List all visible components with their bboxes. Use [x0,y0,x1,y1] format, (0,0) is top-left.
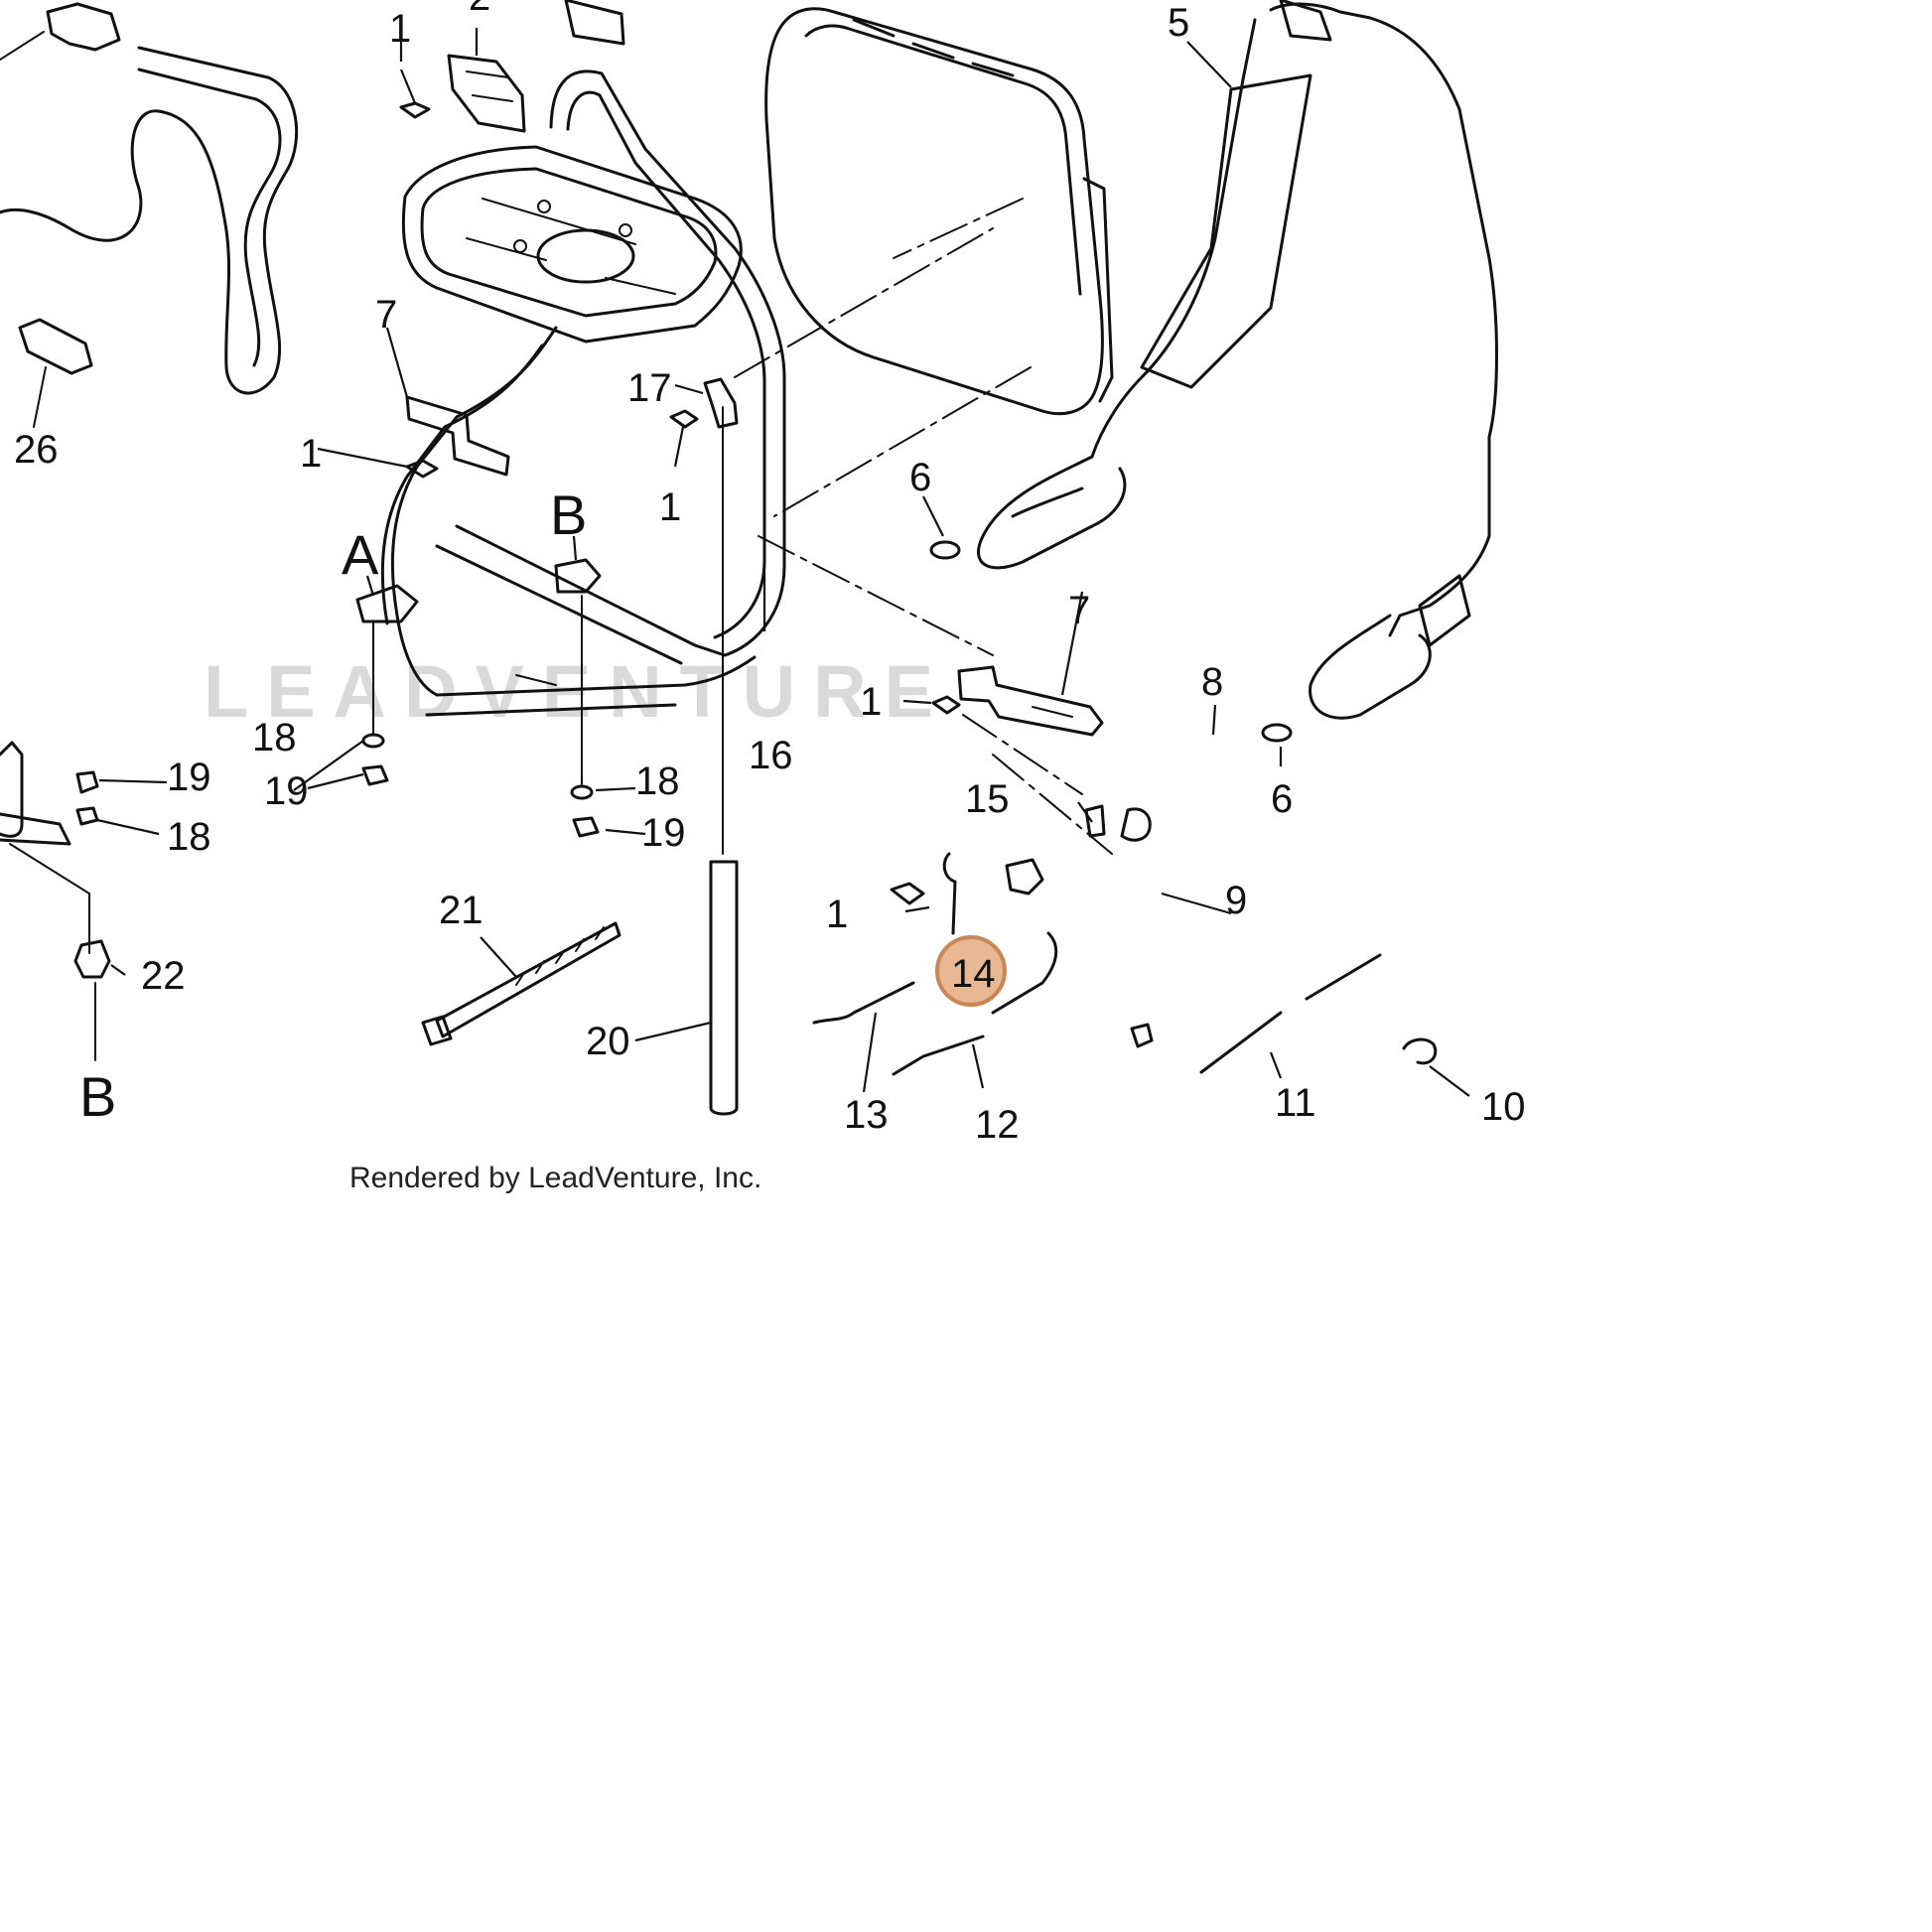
cable-tie-21 [421,921,621,1046]
carrier-frame [355,69,786,717]
bracket-7-right [957,665,1104,737]
callout-15[interactable]: 15 [965,777,1010,821]
callout-6[interactable]: 6 [1271,777,1293,821]
callout-1[interactable]: 1 [389,7,411,51]
callout-2[interactable]: 2 [469,0,490,19]
callout-20[interactable]: 20 [586,1020,630,1063]
callout-1[interactable]: 1 [659,485,681,529]
callout-21[interactable]: 21 [439,889,483,932]
straight-fitting-26 [18,318,93,428]
callout-7[interactable]: 7 [1068,589,1090,632]
callout-8[interactable]: 8 [1201,660,1223,704]
callout-10[interactable]: 10 [1481,1085,1526,1129]
callout-18[interactable]: 18 [635,759,680,803]
coiled-hose [0,46,299,395]
callout-B[interactable]: B [550,483,587,546]
callout-12[interactable]: 12 [975,1103,1020,1147]
watermark-text: LEADVENTURE [204,650,951,733]
callout-16[interactable]: 16 [749,734,793,777]
ring-6-upper [929,540,961,560]
switch-and-wires [812,804,1438,1076]
callout-19[interactable]: 19 [641,811,686,855]
callout-1[interactable]: 1 [300,432,322,476]
callout-6[interactable]: 6 [909,456,931,499]
bolts [405,409,961,905]
clip-17 [703,377,739,429]
hardware-bottom-left [0,595,600,1061]
bracket-top-right [564,0,625,46]
callout-18[interactable]: 18 [252,716,297,759]
callout-1[interactable]: 1 [860,680,882,724]
callout-18[interactable]: 18 [167,815,211,859]
shoulder-strap-5 [977,0,1498,720]
dash-lines [734,198,1113,855]
callout-B[interactable]: B [79,1065,116,1128]
elbow-fitting [0,2,121,61]
callout-A[interactable]: A [342,523,379,586]
bracket-part-2 [447,54,526,133]
callout-9[interactable]: 9 [1225,879,1247,922]
back-panel [764,7,1114,416]
callout-26[interactable]: 26 [14,428,59,472]
bolt-top [399,101,431,119]
ring-6-lower [1261,723,1293,743]
callout-14[interactable]: 14 [951,952,996,996]
callout-19[interactable]: 19 [167,756,211,799]
callout-5[interactable]: 5 [1168,1,1189,45]
leader-lines [96,28,1470,1097]
callout-22[interactable]: 22 [141,954,186,998]
callout-14-highlight[interactable] [935,935,1007,1007]
bracket-7-left [405,395,510,477]
callout-7[interactable]: 7 [375,293,397,337]
callout-17[interactable]: 17 [627,366,672,410]
callout-13[interactable]: 13 [844,1093,889,1137]
callout-11[interactable]: 11 [1275,1081,1316,1125]
callout-19[interactable]: 19 [264,769,309,813]
callout-1[interactable]: 1 [826,893,848,936]
rod-20 [709,406,739,1116]
credit-text: Rendered by LeadVenture, Inc. [349,1162,761,1194]
